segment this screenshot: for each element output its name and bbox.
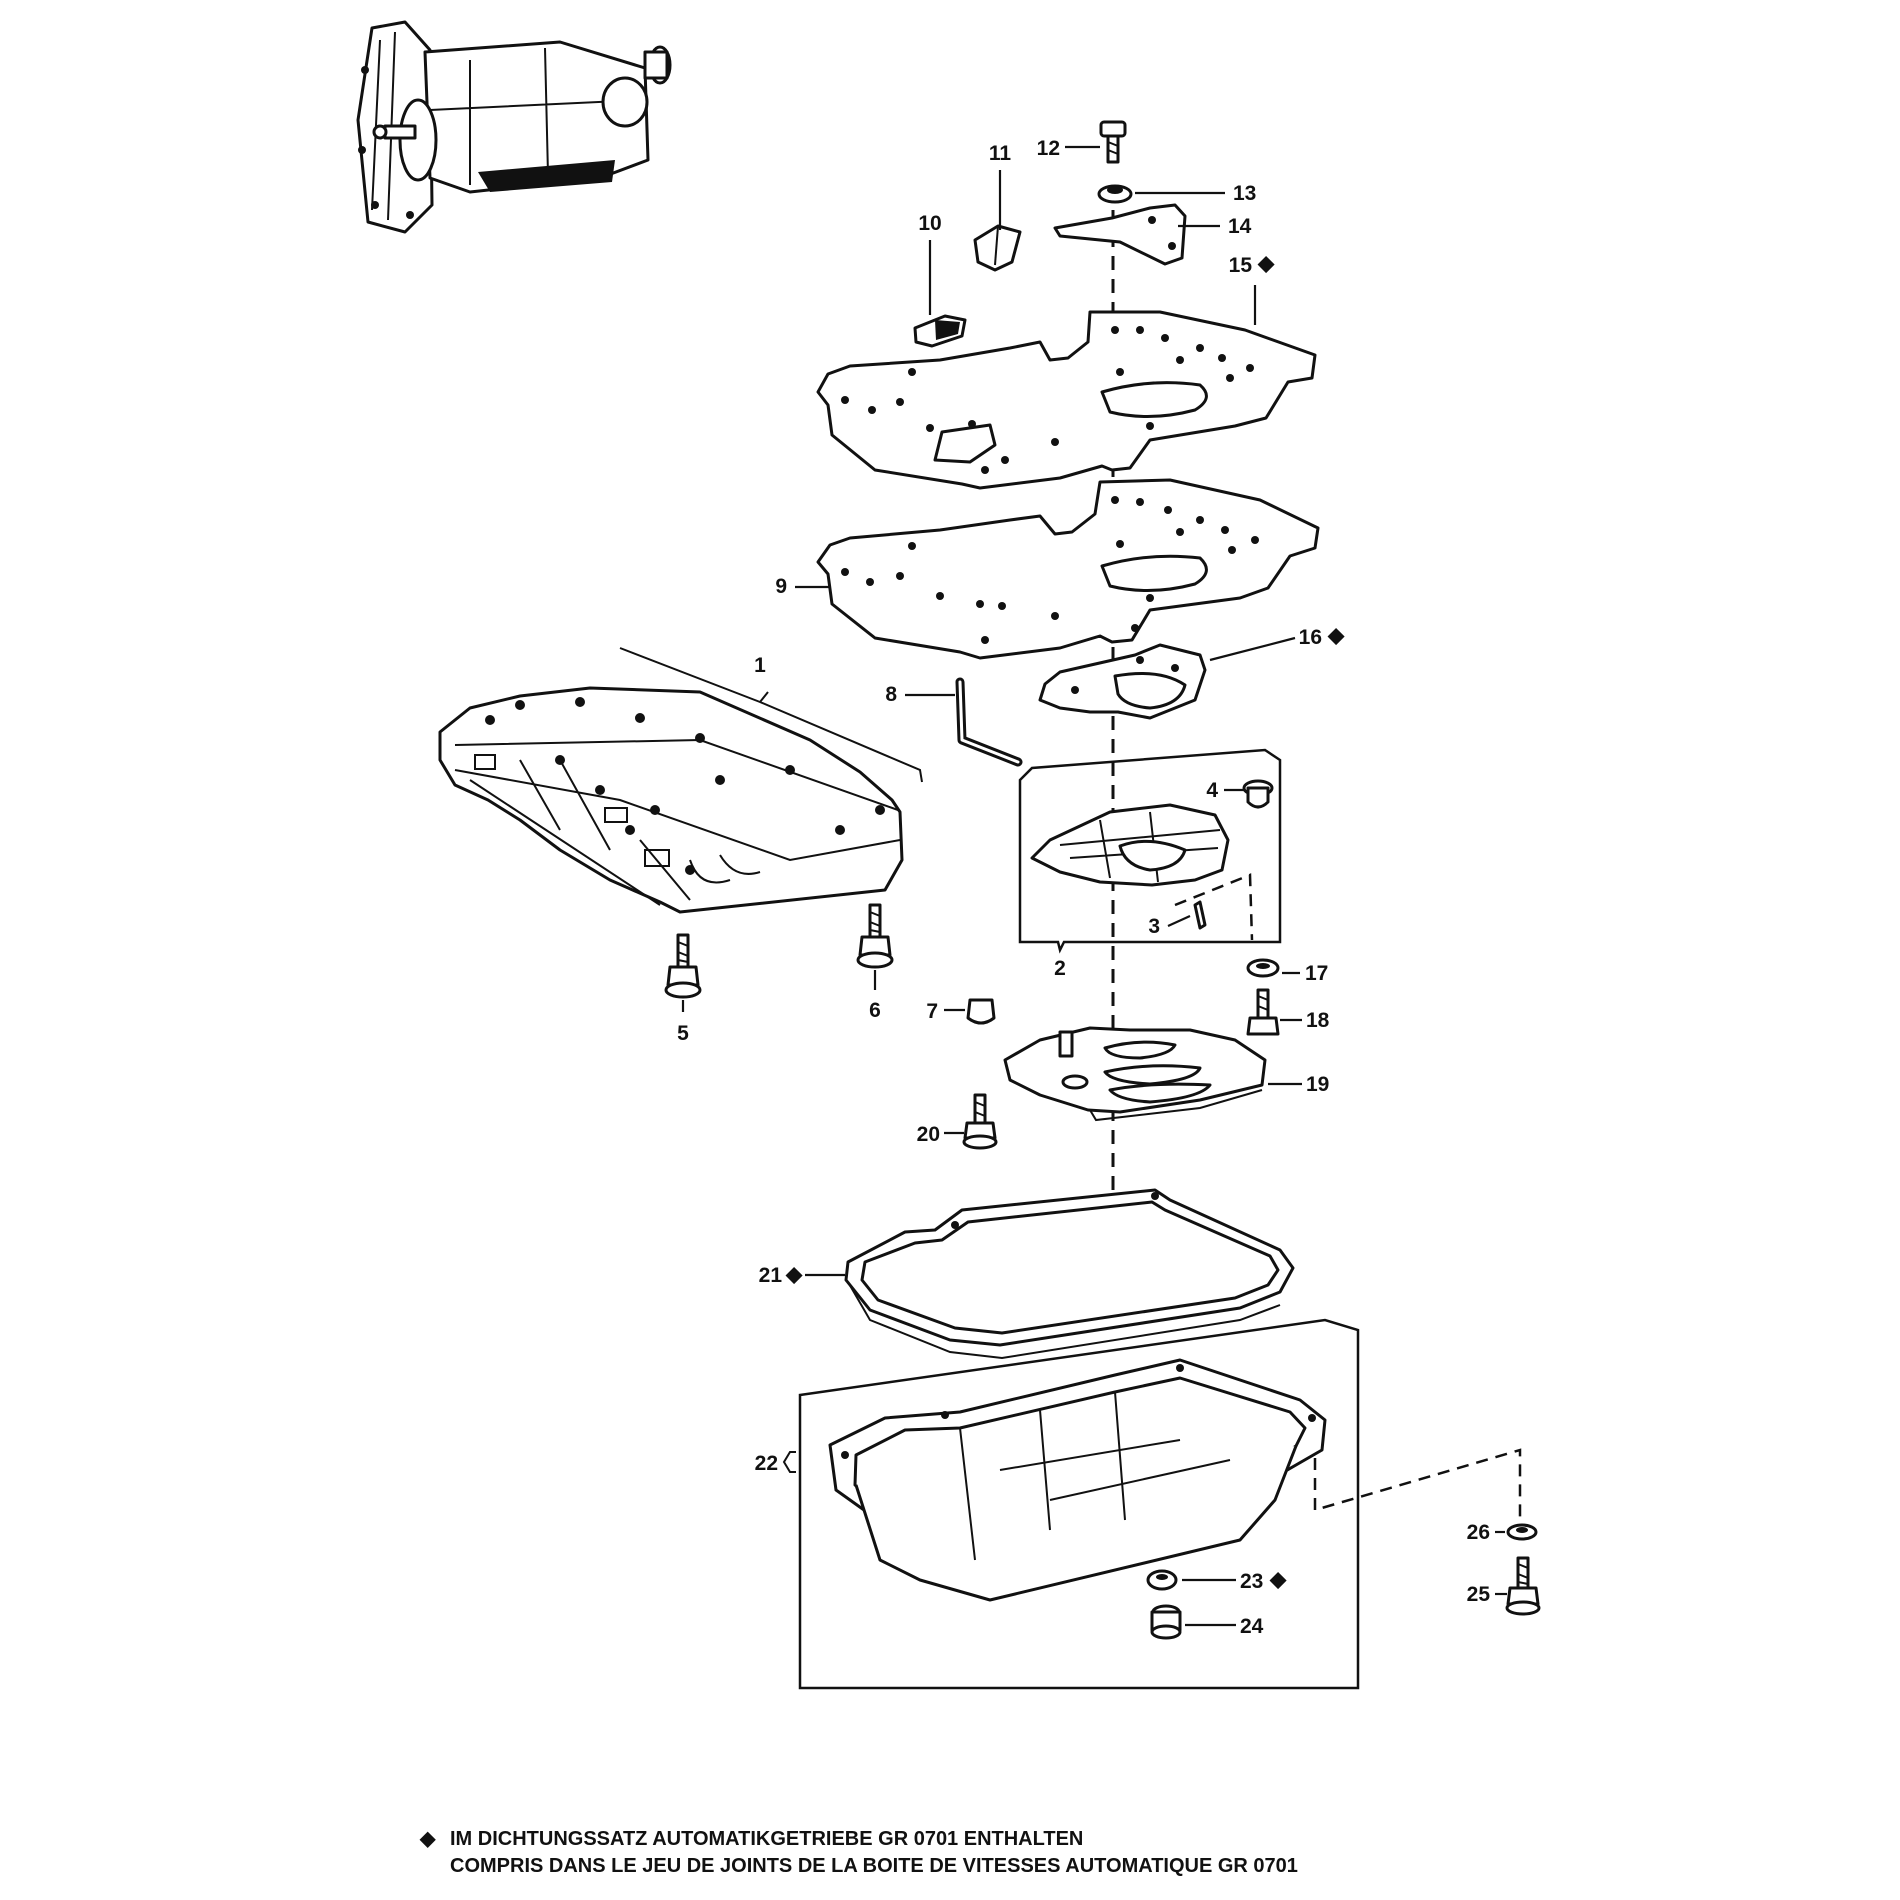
part-18-bolt xyxy=(1246,988,1280,1036)
part-7-plug xyxy=(966,998,996,1025)
label-part-16: 16 xyxy=(1299,626,1322,649)
part-5-bolt xyxy=(664,933,702,999)
marker-part-15: ◆ xyxy=(1257,252,1275,275)
label-part-1: 1 xyxy=(754,654,766,677)
label-part-9: 9 xyxy=(775,575,787,598)
part-8-tube xyxy=(955,677,1023,767)
label-part-21: 21 xyxy=(759,1264,783,1287)
part-14-bracket xyxy=(1053,203,1187,266)
part-20-bolt xyxy=(962,1093,998,1150)
label-part-14: 14 xyxy=(1228,215,1252,238)
footnote-line-de: ◆ IM DICHTUNGSSATZ AUTOMATIKGETRIEBE GR … xyxy=(420,1826,1298,1853)
footnote-text-fr: COMPRIS DANS LE JEU DE JOINTS DE LA BOIT… xyxy=(450,1855,1298,1877)
part-labels: 1 2 3 4 5 6 7 8 9 10 11 12 13 14 15 ◆ 16… xyxy=(677,137,1490,1638)
part-19-filter xyxy=(1003,1026,1267,1122)
part-10-connector xyxy=(913,314,967,348)
footnote: ◆ IM DICHTUNGSSATZ AUTOMATIKGETRIEBE GR … xyxy=(420,1826,1298,1880)
label-part-26: 26 xyxy=(1467,1521,1490,1544)
part-23-seal xyxy=(1146,1569,1178,1591)
label-part-15: 15 xyxy=(1229,254,1253,277)
part-22-oil-pan xyxy=(828,1358,1327,1602)
label-part-25: 25 xyxy=(1467,1583,1491,1606)
part-13-nut xyxy=(1097,184,1133,204)
label-part-22: 22 xyxy=(755,1452,778,1475)
leader-lines xyxy=(681,145,1507,1627)
label-part-3: 3 xyxy=(1148,915,1160,938)
part-11-clip xyxy=(973,224,1022,272)
part-22-group-box xyxy=(798,1318,1360,1690)
label-part-13: 13 xyxy=(1233,182,1256,205)
part-2-sub-plate xyxy=(1030,803,1230,887)
part-25-bolt xyxy=(1505,1556,1541,1616)
footnote-line-fr: COMPRIS DANS LE JEU DE JOINTS DE LA BOIT… xyxy=(420,1853,1298,1880)
part-4-plug xyxy=(1242,779,1274,809)
label-part-7: 7 xyxy=(926,1000,938,1023)
label-part-2: 2 xyxy=(1054,957,1066,980)
label-part-6: 6 xyxy=(869,999,881,1022)
marker-part-23: ◆ xyxy=(1269,1568,1287,1591)
part-3-dash-link xyxy=(1174,873,1254,941)
label-part-17: 17 xyxy=(1305,962,1328,985)
label-part-23: 23 xyxy=(1240,1570,1263,1593)
label-part-20: 20 xyxy=(917,1123,940,1146)
part-3-pin xyxy=(1193,900,1207,930)
part-2-group-box xyxy=(1018,748,1282,954)
part-1-bracket xyxy=(619,647,923,783)
part-25-dash-link xyxy=(1313,1448,1522,1525)
label-part-4: 4 xyxy=(1206,779,1218,802)
part-6-bolt xyxy=(856,903,894,969)
part-17-washer xyxy=(1246,958,1280,978)
marker-part-21: ◆ xyxy=(785,1263,803,1286)
part-21-pan-gasket xyxy=(844,1188,1295,1360)
part-16-gasket xyxy=(1038,643,1207,720)
marker-part-16: ◆ xyxy=(1327,624,1345,647)
label-part-19: 19 xyxy=(1306,1073,1329,1096)
part-12-bolt xyxy=(1099,120,1127,164)
footnote-marker: ◆ xyxy=(420,1828,436,1850)
part-24-drain-plug xyxy=(1150,1604,1182,1640)
part-15-intermediate-plate xyxy=(816,310,1317,490)
label-part-11: 11 xyxy=(989,142,1012,165)
part-26-washer xyxy=(1506,1523,1538,1541)
label-part-10: 10 xyxy=(918,212,941,235)
footnote-text-de: IM DICHTUNGSSATZ AUTOMATIKGETRIEBE GR 07… xyxy=(450,1828,1084,1850)
part-1-valve-body xyxy=(438,686,904,914)
label-part-24: 24 xyxy=(1240,1615,1264,1638)
label-part-12: 12 xyxy=(1037,137,1060,160)
label-part-5: 5 xyxy=(677,1022,689,1045)
label-part-18: 18 xyxy=(1306,1009,1330,1032)
transmission-thumbnail xyxy=(356,20,672,234)
label-part-8: 8 xyxy=(885,683,897,706)
part-9-separator-plate xyxy=(816,478,1320,660)
